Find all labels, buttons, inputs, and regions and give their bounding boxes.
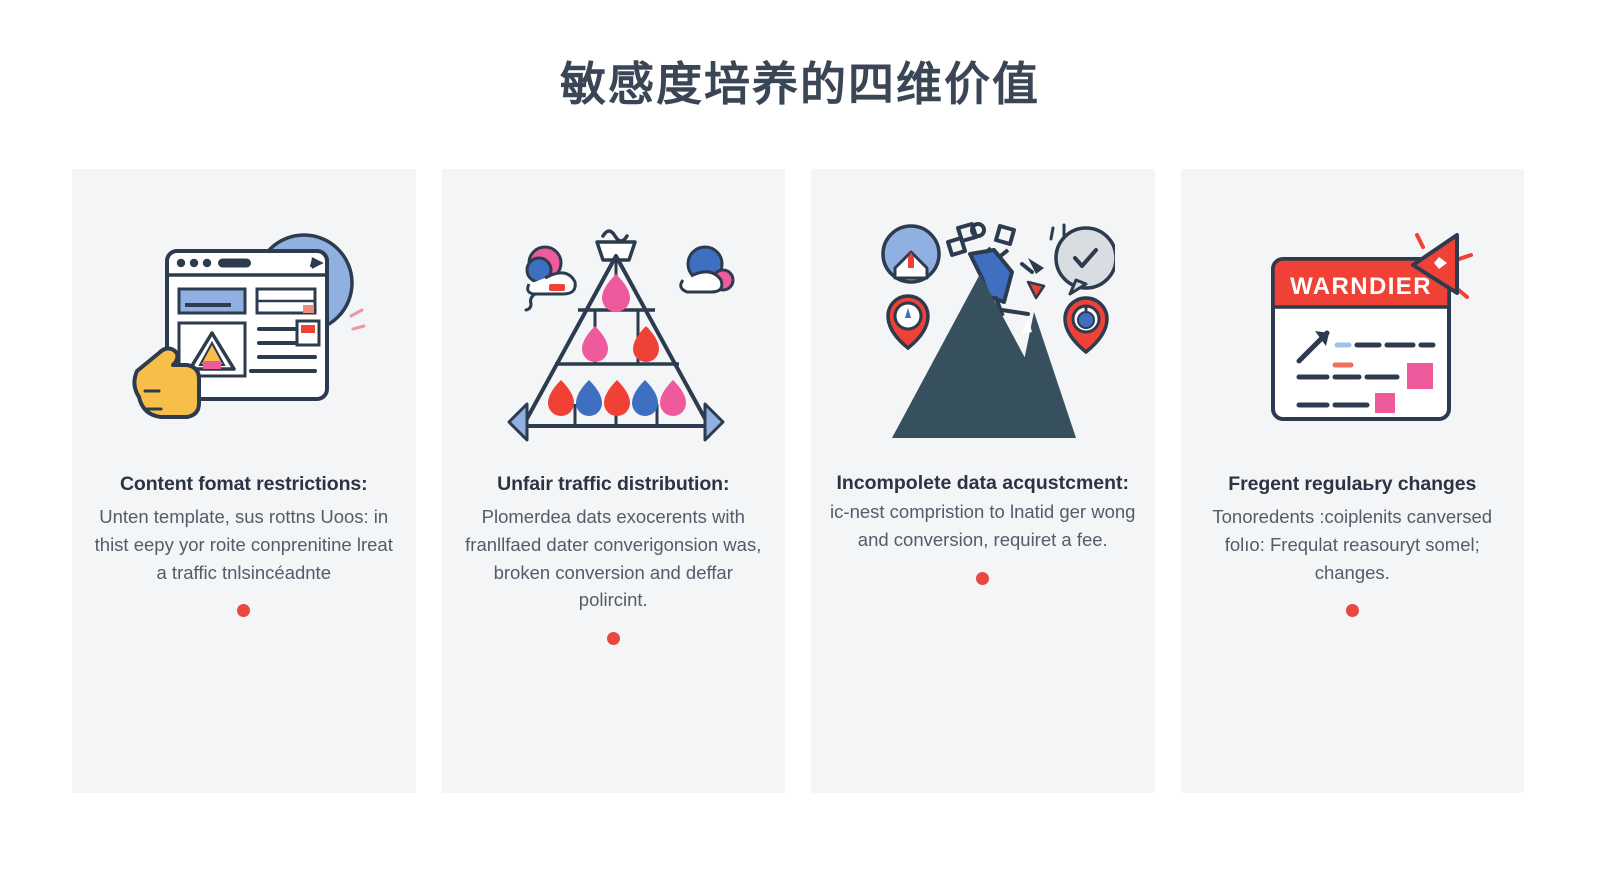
card-3-indicator-holder	[811, 554, 1155, 585]
card-1-illustration	[72, 169, 416, 469]
card-traffic-distribution[interactable]: Unfair traffic distribution: Plomerdea d…	[441, 169, 786, 793]
card-3-text: ic-nest compristion to lnatid ger wong a…	[830, 501, 1136, 550]
card-regulatory-changes[interactable]: WARNDIER	[1180, 169, 1525, 793]
card-2-indicator-holder	[442, 614, 786, 646]
card-3-heading: Incompolete data acqustcment:	[836, 472, 1130, 494]
pyramid-distribution-icon	[507, 229, 735, 442]
mountain-climber-icon	[881, 221, 1116, 438]
card-2-body: Unfair traffic distribution: Plomerdea d…	[442, 469, 786, 614]
card-4-body: Fregent regulaьry changes Tonoredents :c…	[1181, 469, 1525, 586]
card-4-indicator-holder	[1181, 586, 1525, 618]
warning-banner-card-icon: WARNDIER	[1271, 232, 1474, 421]
card-1-text: Unten template, sus rottns Uoos: in this…	[94, 506, 393, 583]
card-4-text: Tonoredents :coiplenits canversed folıo:…	[1212, 506, 1493, 583]
red-dot-indicator	[237, 604, 251, 618]
red-dot-indicator	[1345, 604, 1359, 618]
card-1-body: Content fomat restrictions: Unten templa…	[72, 469, 416, 586]
card-2-text: Plomerdea dats exocerents with franllfae…	[465, 506, 762, 611]
card-3-text-block: Incompolete data acqustcment: ic-nest co…	[829, 469, 1137, 554]
card-data-adjustment[interactable]: Incompolete data acqustcment: ic-nest co…	[811, 169, 1155, 793]
card-3-body: Incompolete data acqustcment: ic-nest co…	[811, 469, 1155, 554]
card-content-format[interactable]: Content fomat restrictions: Unten templa…	[72, 169, 416, 793]
card-1-heading: Content fomat restrictions:	[119, 473, 368, 495]
card-3-illustration	[811, 169, 1155, 469]
page-title: 敏感度培养的四维价值	[560, 58, 1040, 110]
red-dot-indicator	[976, 571, 990, 585]
card-2-illustration	[442, 169, 786, 469]
red-dot-indicator	[606, 632, 620, 646]
warning-banner-label: WARNDIER	[1290, 273, 1432, 300]
card-grid: Content fomat restrictions: Unten templa…	[72, 169, 1524, 793]
card-4-illustration: WARNDIER	[1181, 169, 1525, 469]
card-4-heading: Fregent regulaьry changes	[1228, 473, 1477, 495]
card-1-indicator-holder	[72, 586, 416, 618]
browser-window-warning-icon	[132, 233, 366, 419]
card-2-heading: Unfair traffic distribution:	[497, 473, 730, 495]
